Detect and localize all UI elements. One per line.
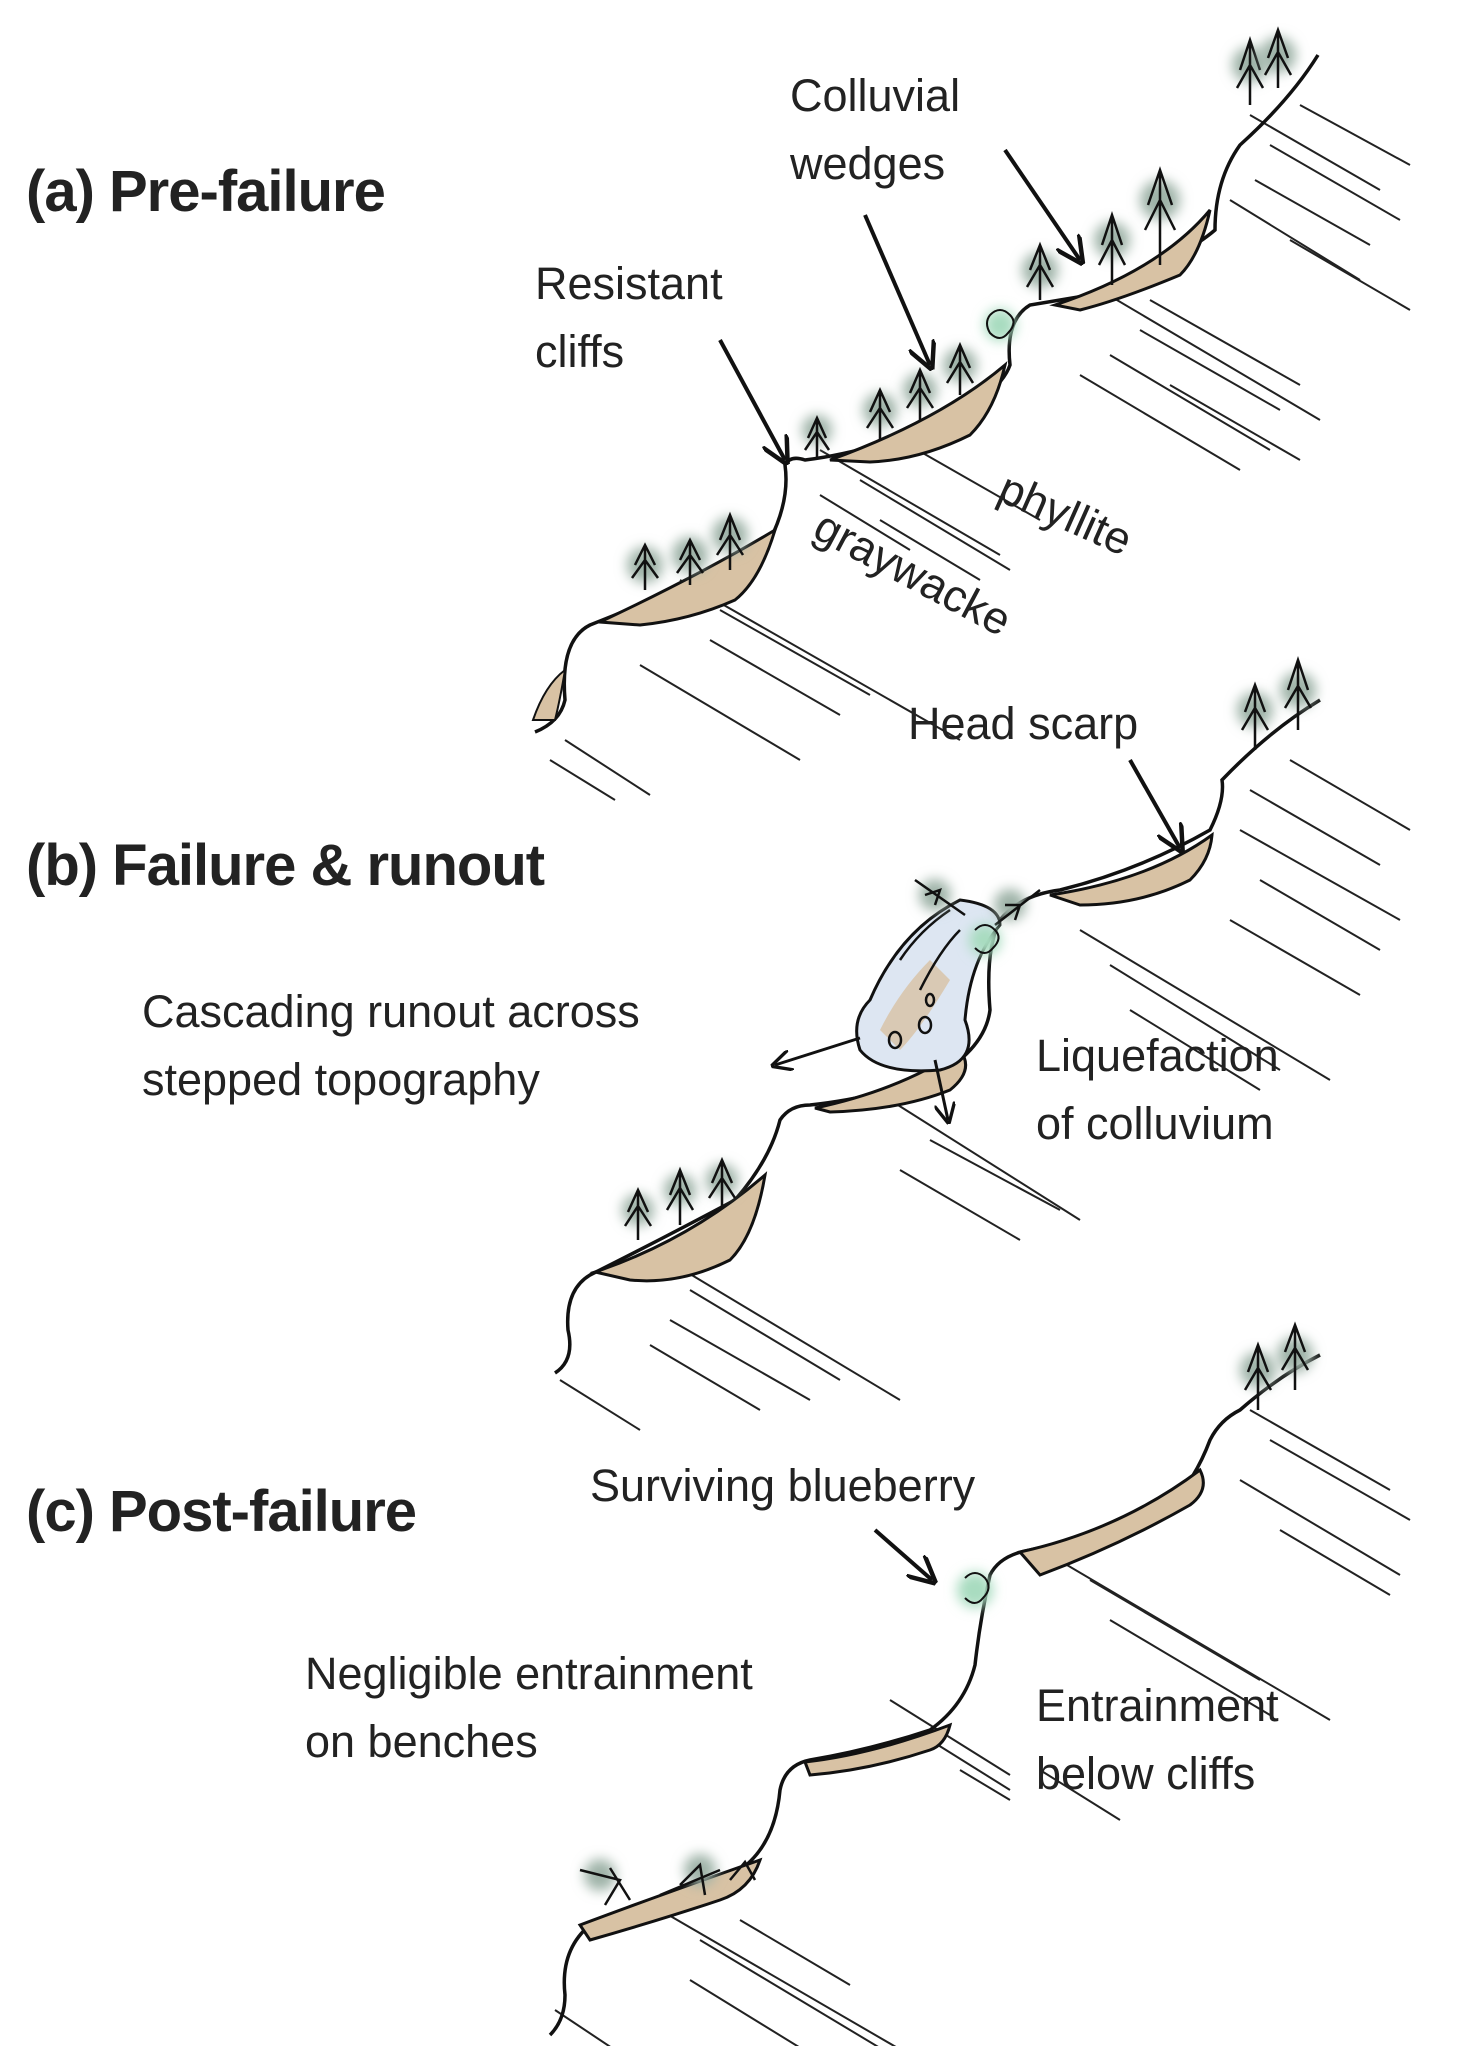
colluvium-veneer <box>1017 1467 1205 1577</box>
blueberry-bush-icon-b <box>969 924 1001 956</box>
runout-direction-arrow <box>775 1036 861 1065</box>
bedding-lines-b <box>559 759 1411 1431</box>
colluvium-veneer <box>577 1857 763 1942</box>
colluvial-wedge <box>594 526 778 627</box>
colluvial-wedges-label: Colluvial wedges <box>790 70 961 189</box>
fallen-tree-icons-b <box>914 878 1041 926</box>
slope-profile-c <box>548 1353 1321 2037</box>
head-scarp-arrow <box>1128 759 1180 848</box>
resistant-cliffs-arrow <box>718 339 785 460</box>
negligible-entrainment-label: Negligible entrainment on benches <box>305 1648 753 1767</box>
panel-a-title: (a) Pre-failure <box>26 159 386 224</box>
debris-log-pile-icon <box>579 1854 757 1906</box>
colluvium-veneer <box>802 1722 953 1777</box>
blueberry-bush-icon-c <box>957 1572 993 1608</box>
resistant-cliffs-label: Resistant cliffs <box>535 258 723 377</box>
tree-icons-c <box>1240 1321 1313 1410</box>
liquefaction-label: Liquefaction of colluvium <box>1036 1030 1279 1149</box>
cascading-runout-label: Cascading runout across stepped topograp… <box>142 986 640 1105</box>
runout-debris <box>855 898 1002 1073</box>
colluvial-wedges-arrow <box>863 214 930 365</box>
blueberry-bush-icon-a <box>984 309 1016 341</box>
panel-c-title: (c) Post-failure <box>26 1479 417 1544</box>
panel-b-drawing <box>553 656 1411 1431</box>
bedding-lines-a <box>549 104 1411 801</box>
tree-icons-b <box>622 656 1316 1240</box>
head-scarp-label: Head scarp <box>908 698 1139 749</box>
panel-c-drawing <box>548 1321 1411 2046</box>
surviving-blueberry-arrow <box>873 1528 932 1580</box>
colluvial-wedges-arrow-2 <box>1003 148 1080 260</box>
colluvial-wedge <box>829 360 1008 464</box>
colluvial-wedge <box>1049 209 1212 312</box>
liquefaction-arrow <box>933 1059 948 1120</box>
surviving-blueberry-label: Surviving blueberry <box>590 1460 976 1511</box>
colluvial-wedge <box>814 1047 968 1114</box>
colluvial-wedge <box>589 1171 768 1283</box>
colluvial-wedge <box>1049 831 1214 907</box>
entrainment-below-cliffs-label: Entrainment below cliffs <box>1036 1680 1279 1799</box>
tree-icons-a <box>627 26 1296 590</box>
colluvial-wedge <box>531 667 567 721</box>
panel-a-drawing <box>531 26 1411 801</box>
panel-b-title: (b) Failure & runout <box>26 833 545 898</box>
bedding-lines-c <box>554 1409 1411 2046</box>
